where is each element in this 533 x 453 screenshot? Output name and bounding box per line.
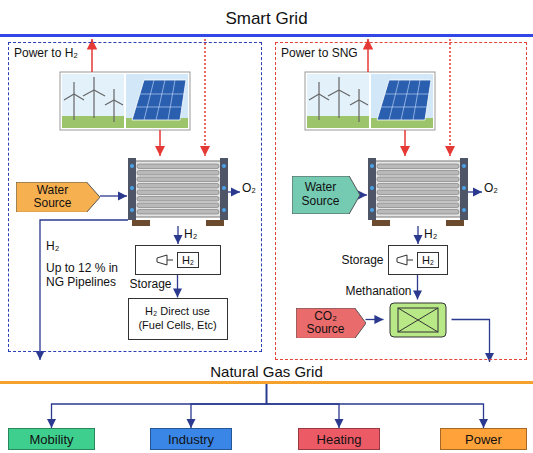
group-heading: Power to H₂ <box>14 46 78 60</box>
node-text: Mobility <box>29 432 73 447</box>
flow-arrow <box>267 384 484 428</box>
node-text: Storage <box>341 253 383 267</box>
compressor-symbol <box>396 253 414 267</box>
flow-arrow <box>417 275 418 300</box>
source-shape: CO₂ Source <box>296 308 366 338</box>
sector-box: Power <box>440 428 527 450</box>
node-text: Heating <box>317 432 362 447</box>
source-shape: Water Source <box>292 176 360 214</box>
storage-box: H₂Storage <box>135 245 221 275</box>
node-text: Power <box>465 432 502 447</box>
flow-label: H₂ <box>184 228 208 242</box>
flow-label: O₂ <box>484 182 508 196</box>
flow-label: H₂ <box>46 240 70 254</box>
power-links <box>92 39 450 156</box>
process-box: H₂ Direct use (Fuel Cells, Etc) <box>128 298 228 340</box>
node-text: H₂ <box>417 252 439 268</box>
node-text: Smart Grid <box>225 9 307 29</box>
electrolyzer <box>128 158 228 226</box>
flow-arrow <box>191 384 267 428</box>
grid-band: Smart Grid <box>0 0 533 37</box>
flow-label: O₂ <box>242 182 266 196</box>
node-text: Industry <box>168 432 214 447</box>
node-text: CO₂ Source <box>300 310 352 336</box>
grid-band: Natural Gas Grid <box>0 362 533 384</box>
flow-arrow <box>177 275 178 298</box>
flow-arrow <box>366 319 384 320</box>
node-text: Water Source <box>296 181 346 207</box>
source-shape: Water Source <box>16 182 100 212</box>
node-text: H₂ <box>177 252 199 268</box>
group-heading: Power to SNG <box>281 46 358 60</box>
node-text: Water Source <box>20 184 86 210</box>
sector-box: Industry <box>150 428 232 450</box>
sector-box: Heating <box>298 428 380 450</box>
sector-box: Mobility <box>8 428 95 450</box>
flow-label: Up to 12 % in NG Pipelines <box>46 262 126 290</box>
flow-arrow <box>452 320 490 363</box>
node-text: Methanation <box>345 284 411 298</box>
compressor-symbol <box>156 253 174 267</box>
flow-arrow <box>267 384 340 428</box>
flow-arrow <box>52 384 267 428</box>
renewables-picture <box>305 72 435 130</box>
node-text: H₂ Direct use (Fuel Cells, Etc) <box>134 305 222 331</box>
storage-box: StorageH₂ <box>388 245 448 275</box>
flow-label: H₂ <box>424 228 448 242</box>
methanation-box: Methanation <box>384 300 452 340</box>
process-lines <box>40 192 482 360</box>
renewables-picture <box>60 72 190 130</box>
node-text: Natural Gas Grid <box>210 363 323 380</box>
group-box: Power to SNGWater SourceStorageH₂CO₂ Sou… <box>275 42 527 360</box>
electrolyzer <box>368 158 468 226</box>
group-box: Power to H₂Water SourceH₂StorageH₂ Direc… <box>8 42 262 352</box>
reactor-symbol <box>384 300 452 340</box>
node-text: Storage <box>129 277 171 291</box>
